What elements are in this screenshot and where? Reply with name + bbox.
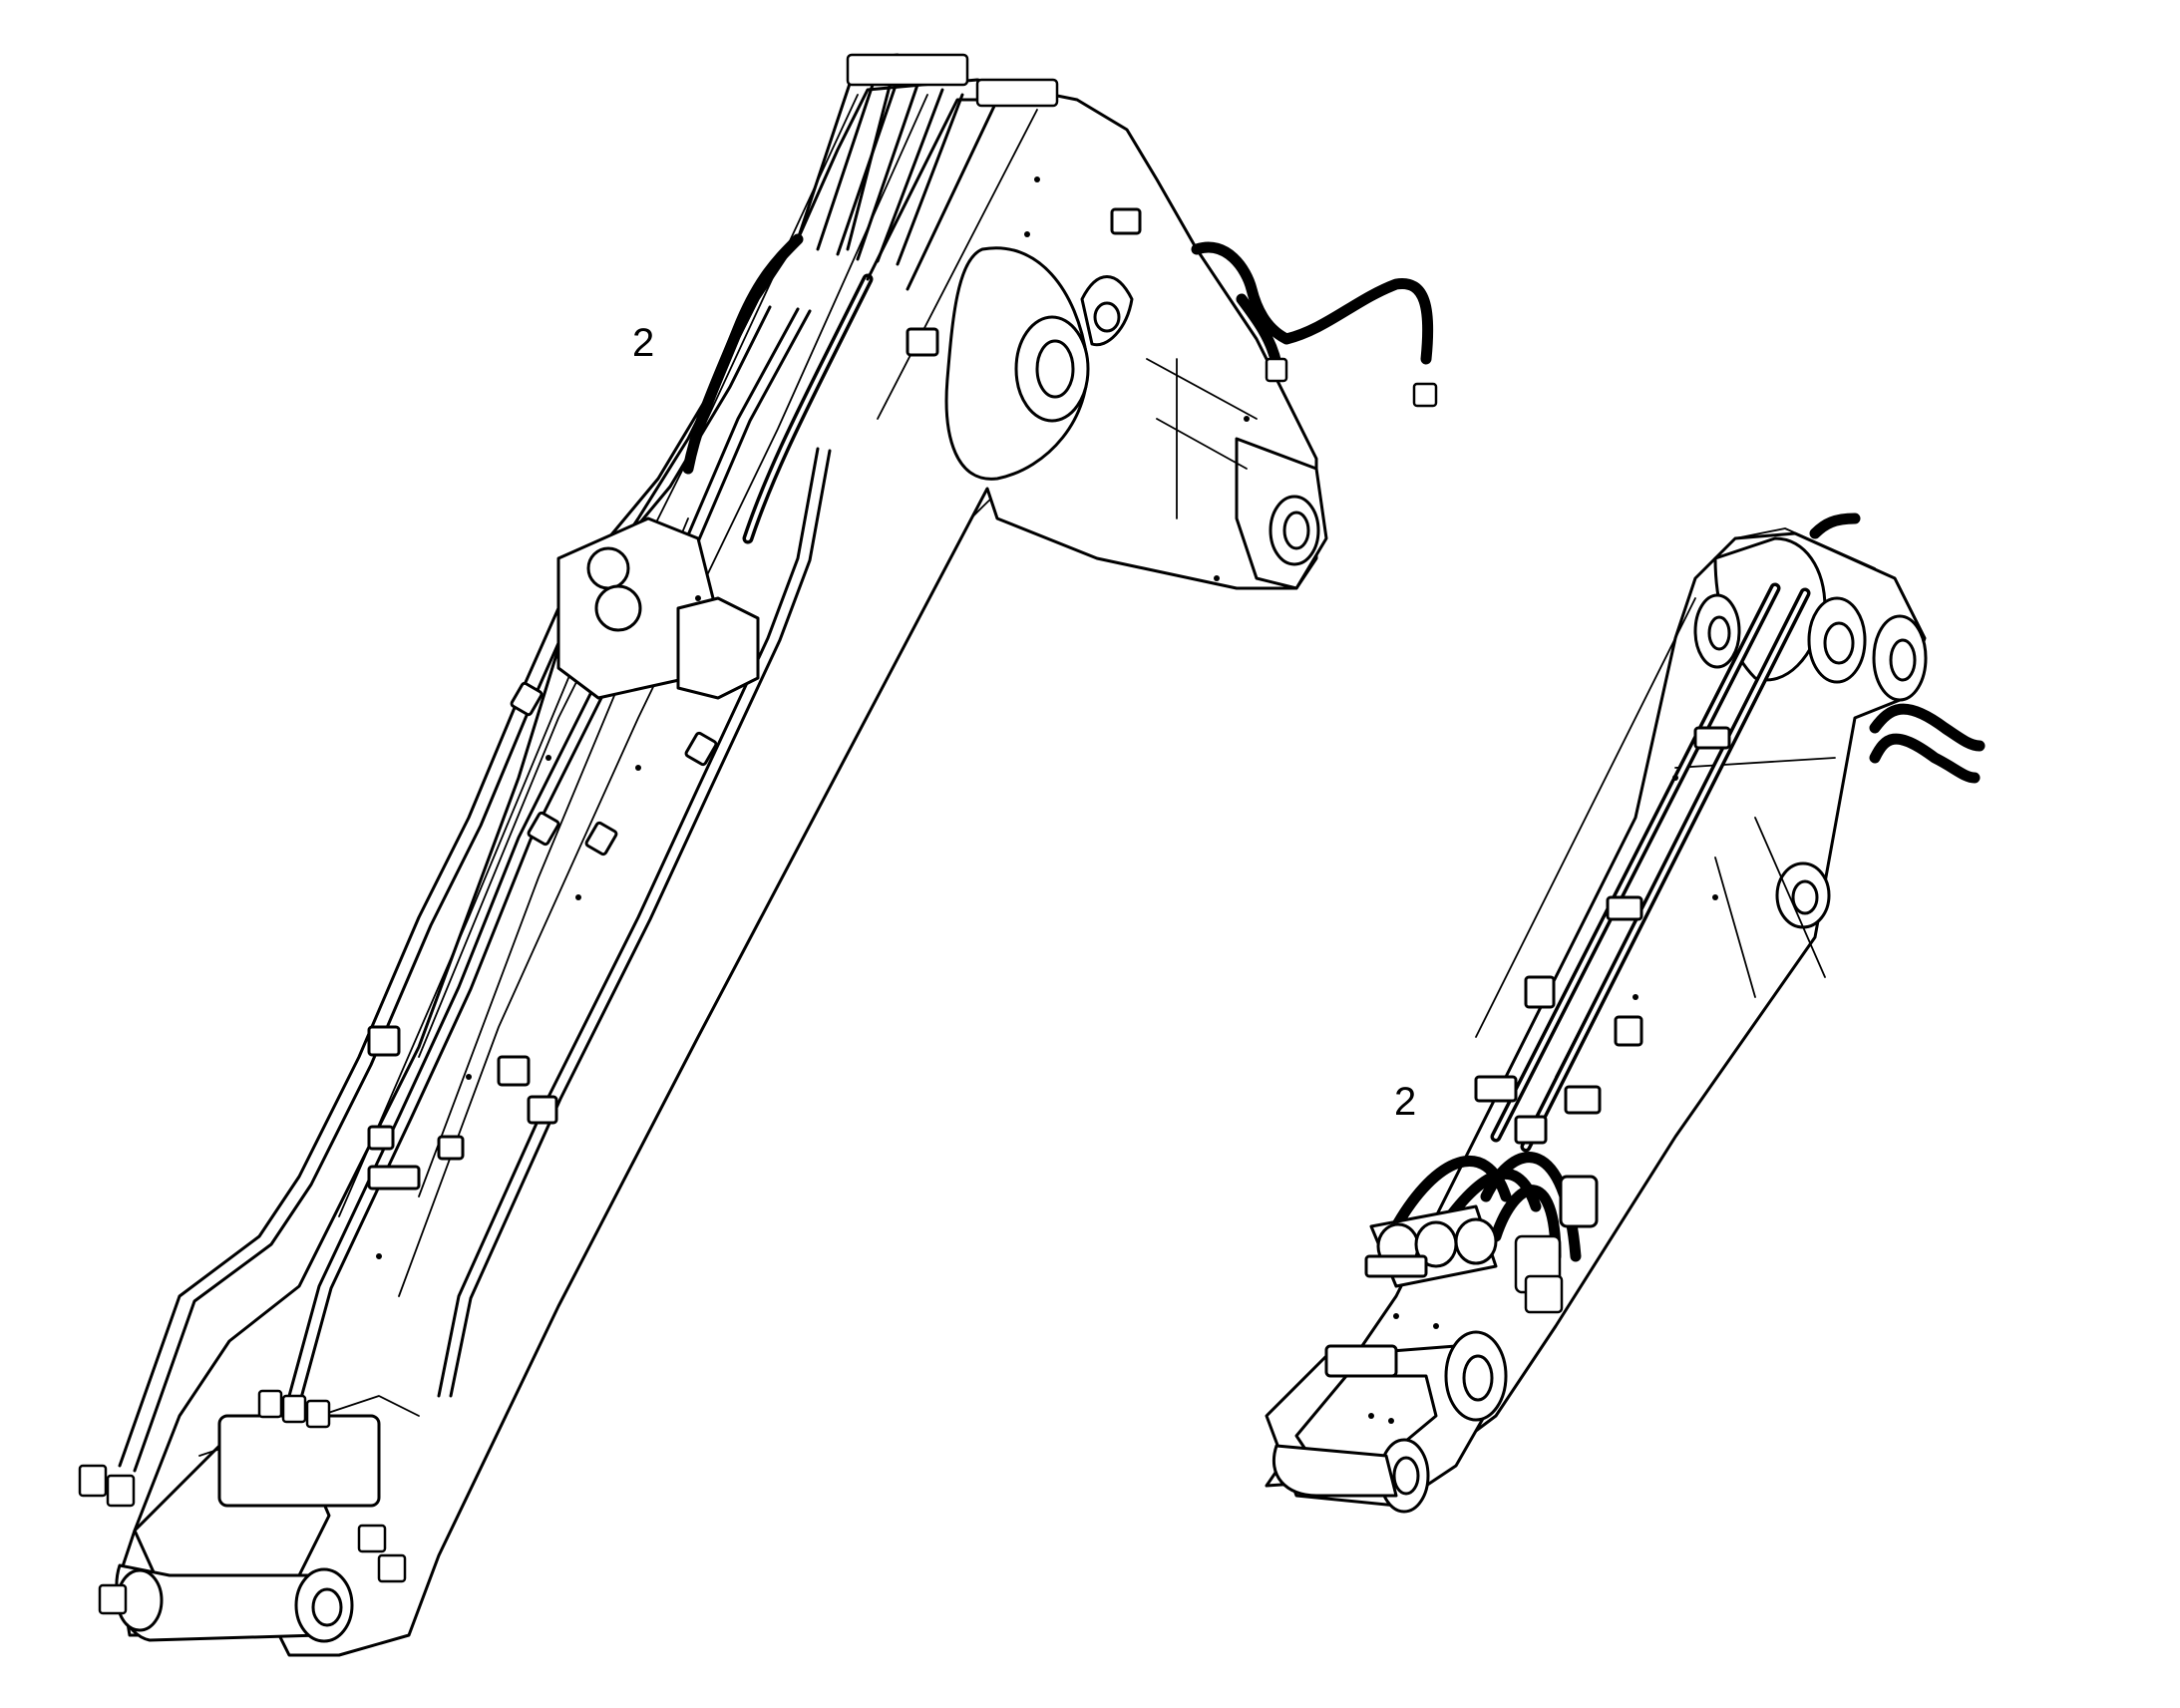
arm-assembly (1265, 512, 1986, 1514)
root-fittings (78, 1389, 407, 1615)
callout-label-boom: 2 (632, 321, 655, 365)
callout-label-arm: 2 (1394, 1080, 1417, 1124)
boom-assembly (78, 53, 1438, 1657)
